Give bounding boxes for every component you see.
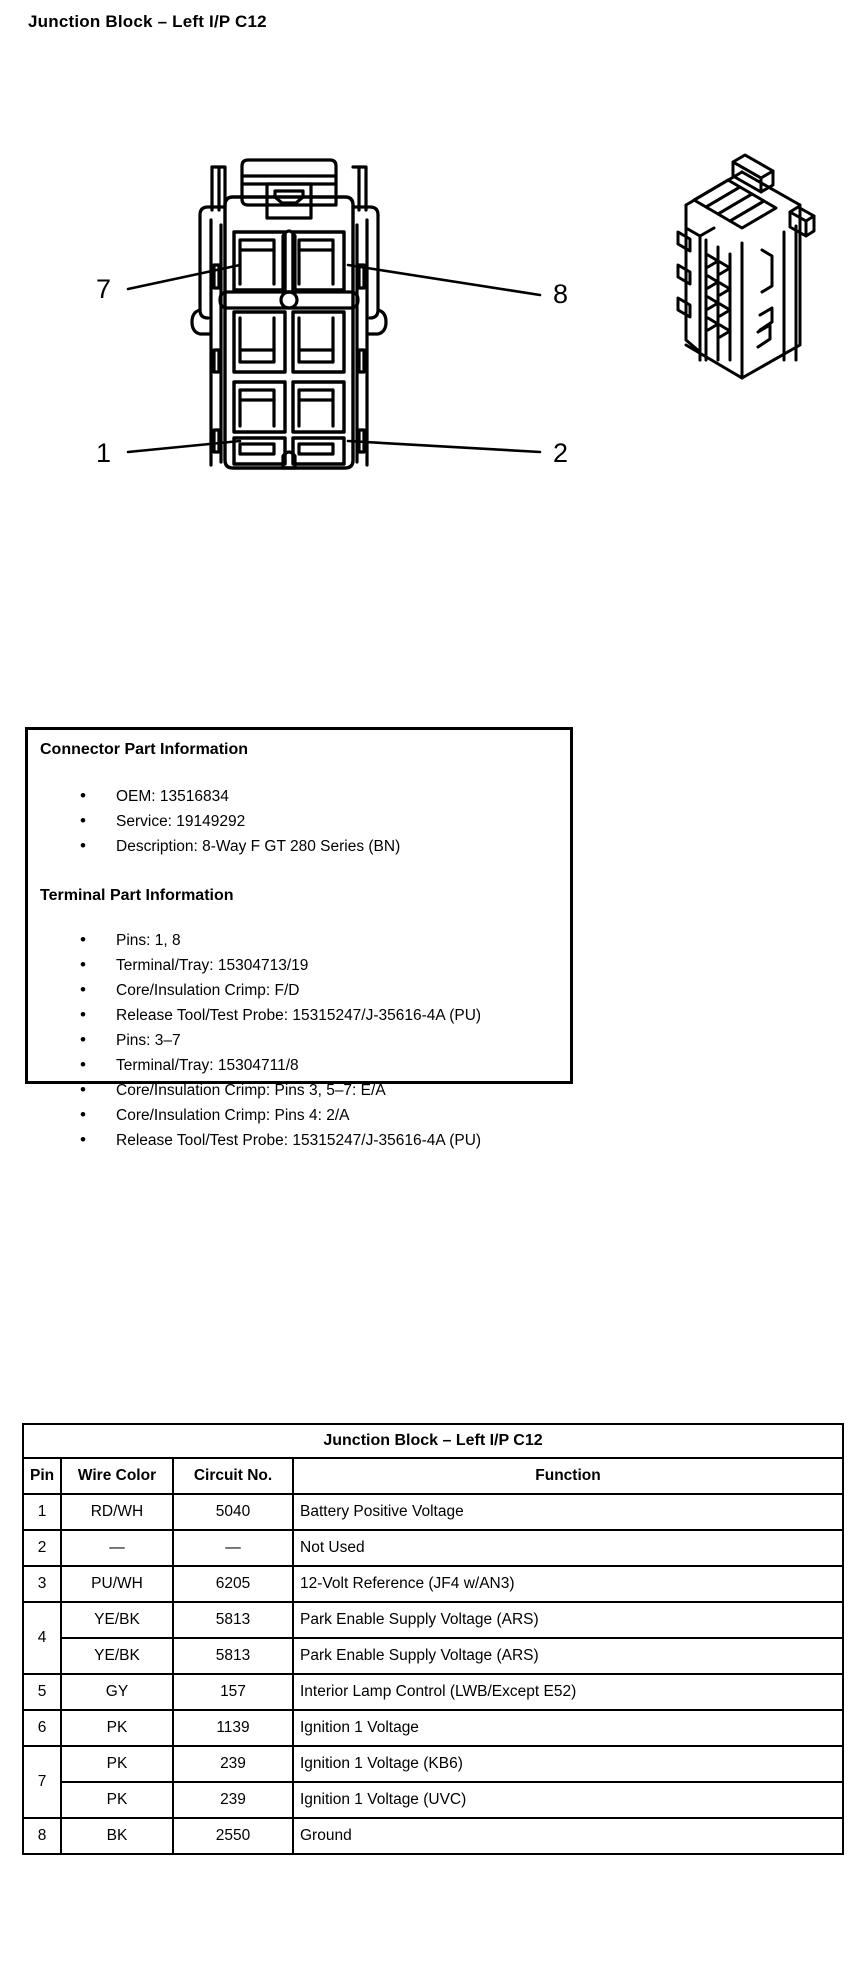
terminal-part-list-group-1: Pins: 1, 8 Terminal/Tray: 15304713/19 Co… [80, 927, 481, 1028]
cell-wire-color: PK [60, 1781, 174, 1819]
list-item: Terminal/Tray: 15304713/19 [80, 952, 481, 978]
callout-7-label: 7 [96, 274, 111, 304]
cell-pin: 5 [22, 1673, 62, 1711]
table-row: 2——Not Used [22, 1529, 844, 1567]
table-title-row: Junction Block – Left I/P C12 [22, 1423, 844, 1459]
list-item: Core/Insulation Crimp: Pins 4: 2/A [80, 1102, 481, 1128]
connector-part-list: OEM: 13516834 Service: 19149292 Descript… [80, 783, 400, 859]
connector-isometric-view [676, 153, 816, 380]
callout-2-label: 2 [553, 438, 568, 468]
terminal-part-information-heading: Terminal Part Information [40, 887, 234, 904]
cell-wire-color: YE/BK [60, 1601, 174, 1639]
list-item: Description: 8-Way F GT 280 Series (BN) [80, 833, 400, 859]
cell-wire-color: — [60, 1529, 174, 1567]
cell-wire-color: GY [60, 1673, 174, 1711]
cell-circuit-no: 157 [172, 1673, 294, 1711]
cell-function: Interior Lamp Control (LWB/Except E52) [292, 1673, 844, 1711]
cell-pin: 7 [22, 1745, 62, 1819]
cell-function: Ground [292, 1817, 844, 1855]
list-item: Core/Insulation Crimp: F/D [80, 977, 481, 1003]
cell-function: 12-Volt Reference (JF4 w/AN3) [292, 1565, 844, 1603]
callout-leader-lines [126, 263, 542, 454]
column-header-circuit-no: Circuit No. [172, 1457, 294, 1495]
callout-1-label: 1 [96, 438, 111, 468]
callout-8-label: 8 [553, 279, 568, 309]
cell-pin: 3 [22, 1565, 62, 1603]
cell-circuit-no: 6205 [172, 1565, 294, 1603]
column-header-wire-color: Wire Color [60, 1457, 174, 1495]
column-header-pin: Pin [22, 1457, 62, 1495]
cell-circuit-no: 1139 [172, 1709, 294, 1747]
connector-part-information-heading: Connector Part Information [40, 741, 249, 758]
list-item: Release Tool/Test Probe: 15315247/J-3561… [80, 1127, 481, 1153]
cell-wire-color: PK [60, 1709, 174, 1747]
cell-circuit-no: 239 [172, 1745, 294, 1783]
cell-pin: 6 [22, 1709, 62, 1747]
cell-function: Battery Positive Voltage [292, 1493, 844, 1531]
cell-circuit-no: 2550 [172, 1817, 294, 1855]
connector-face-view [190, 158, 388, 470]
list-item: Pins: 3–7 [80, 1027, 481, 1053]
cell-function: Not Used [292, 1529, 844, 1567]
cell-function: Park Enable Supply Voltage (ARS) [292, 1601, 844, 1639]
cell-pin: 8 [22, 1817, 62, 1855]
connector-diagram-svg: 7 8 1 2 [96, 153, 816, 470]
terminal-part-list-group-2: Pins: 3–7 Terminal/Tray: 15304711/8 Core… [80, 1027, 481, 1153]
cell-function: Ignition 1 Voltage [292, 1709, 844, 1747]
cell-wire-color: BK [60, 1817, 174, 1855]
pinout-table: Junction Block – Left I/P C12 Pin Wire C… [22, 1423, 844, 1855]
list-item: Core/Insulation Crimp: Pins 3, 5–7: E/A [80, 1077, 481, 1103]
list-item: Service: 19149292 [80, 808, 400, 834]
cell-function: Park Enable Supply Voltage (ARS) [292, 1637, 844, 1675]
column-header-function: Function [292, 1457, 844, 1495]
table-header-row: Pin Wire Color Circuit No. Function [22, 1457, 844, 1495]
cell-function: Ignition 1 Voltage (UVC) [292, 1781, 844, 1819]
cell-wire-color: PU/WH [60, 1565, 174, 1603]
table-title: Junction Block – Left I/P C12 [22, 1423, 844, 1459]
list-item: Pins: 1, 8 [80, 927, 481, 953]
cell-wire-color: RD/WH [60, 1493, 174, 1531]
cell-circuit-no: — [172, 1529, 294, 1567]
cell-function: Ignition 1 Voltage (KB6) [292, 1745, 844, 1783]
cell-pin: 2 [22, 1529, 62, 1567]
cell-pin: 4 [22, 1601, 62, 1675]
part-information-box: Connector Part Information OEM: 13516834… [25, 727, 573, 1152]
cell-circuit-no: 239 [172, 1781, 294, 1819]
cell-circuit-no: 5040 [172, 1493, 294, 1531]
connector-diagram: 7 8 1 2 [0, 60, 864, 530]
cell-wire-color: PK [60, 1745, 174, 1783]
list-item: OEM: 13516834 [80, 783, 400, 809]
cell-pin: 1 [22, 1493, 62, 1531]
cell-circuit-no: 5813 [172, 1637, 294, 1675]
pinout-table-container: Junction Block – Left I/P C12 Pin Wire C… [22, 1423, 844, 1855]
page-title: Junction Block – Left I/P C12 [28, 12, 267, 31]
list-item: Release Tool/Test Probe: 15315247/J-3561… [80, 1002, 481, 1028]
cell-wire-color: YE/BK [60, 1637, 174, 1675]
list-item: Terminal/Tray: 15304711/8 [80, 1052, 481, 1078]
cell-circuit-no: 5813 [172, 1601, 294, 1639]
